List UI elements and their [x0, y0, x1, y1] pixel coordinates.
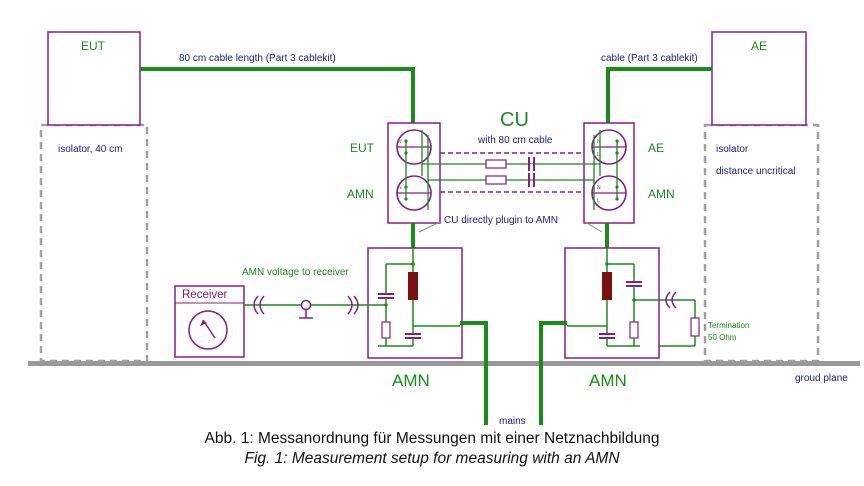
svg-text:N: N: [597, 139, 601, 145]
eut-box: [47, 31, 141, 126]
termination: [659, 291, 700, 347]
coax-line: [244, 295, 368, 319]
cu-left-socket-top: [396, 129, 432, 165]
cable-right-label: cable (Part 3 cablekit): [601, 53, 698, 64]
ae-box-label: AE: [751, 39, 767, 53]
svg-text:N: N: [398, 139, 402, 145]
receiver-meter: [188, 310, 228, 350]
isolator-right: [703, 123, 820, 363]
svg-text:N: N: [398, 185, 402, 191]
cable-eut-cu: [140, 67, 415, 128]
isolator-right-label-2: distance uncritical: [716, 166, 795, 177]
svg-text:L: L: [398, 198, 401, 204]
caption-german: Abb. 1: Messanordnung für Messungen mit …: [204, 430, 660, 447]
mains-cable-left: [460, 321, 488, 425]
cable-ae-cu: [606, 67, 712, 128]
cu-right-socket-top: [591, 129, 627, 165]
cu-subtitle: with 80 cm cable: [477, 135, 553, 146]
isolator-left: [39, 123, 149, 363]
cable-left-label: 80 cm cable length (Part 3 cablekit): [179, 53, 336, 64]
amn-voltage-label: AMN voltage to receiver: [242, 267, 349, 278]
isolator-left-label: isolator, 40 cm: [58, 144, 122, 155]
svg-text:N: N: [597, 185, 601, 191]
ae-box: [711, 31, 807, 126]
svg-text:L: L: [398, 152, 401, 158]
cu-title: CU: [500, 109, 529, 131]
cu-amn-right-label: AMN: [648, 187, 675, 201]
svg-text:L: L: [597, 198, 600, 204]
cu-left-socket-bottom: [396, 175, 432, 211]
caption-english: Fig. 1: Measurement setup for measuring …: [244, 450, 620, 467]
amn-right-circuit: [567, 248, 659, 347]
plugin-pointer-right: [584, 221, 603, 233]
receiver-needle-tip: [200, 320, 207, 326]
cu-right-wiring: [580, 130, 618, 210]
eut-box-label: EUT: [81, 39, 106, 53]
cu-right-socket-bottom: [591, 175, 627, 211]
cu-eut-label: EUT: [350, 141, 375, 155]
ground-plane-label: groud plane: [795, 373, 848, 384]
mains-cable-right: [539, 321, 567, 425]
amn-left-circuit: [368, 248, 460, 347]
cu-left-wiring: [405, 130, 443, 210]
receiver-label: Receiver: [182, 289, 228, 301]
termination-label-1: Termination: [708, 321, 749, 330]
cu-amn-left-label: AMN: [347, 187, 374, 201]
svg-text:L: L: [597, 152, 600, 158]
cu-plugin-label: CU directly plugin to AMN: [444, 215, 558, 226]
ground-plane: [28, 361, 860, 366]
amn-left-label: AMN: [392, 371, 430, 390]
socket-nl-labels: N L N L N L N L: [398, 139, 601, 204]
cu-ae-label: AE: [648, 141, 664, 155]
isolator-right-label-1: isolator: [716, 144, 749, 155]
amn-right-label: AMN: [589, 371, 627, 390]
mains-label: mains: [499, 416, 526, 427]
termination-label-2: 50 Ohm: [708, 333, 737, 342]
plugin-pointer-left: [418, 221, 441, 233]
cu-cable-bundle: [440, 152, 584, 193]
amn-right-box: [564, 247, 660, 359]
amn-left-box: [367, 247, 463, 359]
